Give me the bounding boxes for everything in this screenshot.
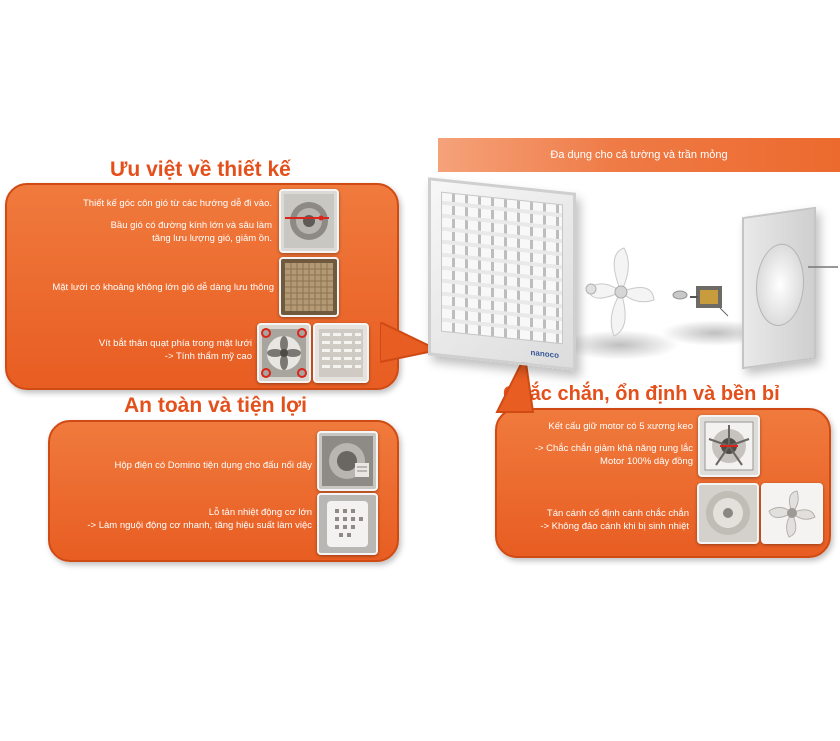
design-feature-1: Thiết kế góc côn gió từ các hướng dễ đi … bbox=[83, 198, 272, 209]
durability-feature-2: Tán cánh cố định cánh chắc chắn -> Không… bbox=[540, 508, 689, 532]
safety-section-title: An toàn và tiện lợi bbox=[124, 394, 307, 417]
mesh-grille-photo bbox=[279, 257, 339, 317]
banner-text: Đa dụng cho cả tường và trần mỏng bbox=[550, 149, 728, 161]
motor-vent-photo bbox=[317, 493, 378, 555]
power-cord-image bbox=[808, 266, 838, 268]
fan-grille-image: nanoco bbox=[428, 177, 576, 371]
fan-screws-photo bbox=[257, 323, 311, 383]
housing-opening bbox=[756, 240, 804, 330]
safety-feature-2: Lỗ tản nhiệt động cơ lớn -> Làm nguội độ… bbox=[87, 507, 312, 531]
fan-cone-photo bbox=[279, 189, 339, 253]
design-section-title: Ưu việt về thiết kế bbox=[110, 158, 291, 181]
durability-feature-1: Kết cấu giữ motor có 5 xương keo -> Chắc… bbox=[534, 421, 693, 467]
motor-frame-photo bbox=[698, 415, 760, 477]
top-banner: Đa dụng cho cả tường và trần mỏng bbox=[438, 138, 840, 172]
small-nut-image bbox=[585, 283, 597, 295]
fan-blade-photo bbox=[761, 483, 823, 544]
motor-image bbox=[690, 286, 729, 317]
blade-shadow bbox=[560, 330, 680, 360]
fan-housing-image bbox=[742, 206, 816, 370]
grille-front-photo bbox=[313, 323, 369, 383]
grille-slots bbox=[441, 191, 563, 345]
safety-feature-1: Hộp điện có Domino tiện dụng cho đấu nối… bbox=[114, 460, 312, 471]
brand-logo: nanoco bbox=[530, 348, 559, 360]
design-feature-2: Bầu gió có đường kính lớn và sâu làm tăn… bbox=[110, 220, 272, 244]
blade-hub-photo bbox=[697, 483, 759, 544]
design-panel-tail bbox=[380, 322, 440, 364]
durability-panel-tail bbox=[495, 356, 535, 413]
junction-box-photo bbox=[317, 431, 378, 491]
washer-image bbox=[672, 290, 688, 300]
fan-blade-image bbox=[587, 247, 655, 337]
design-feature-4: Vít bắt thân quạt phía trong mặt lưới ->… bbox=[98, 338, 252, 362]
design-feature-3: Mặt lưới có khoảng không lớn gió dễ dàng… bbox=[52, 282, 274, 293]
durability-section-title: Chắc chắn, ổn định và bền bỉ bbox=[503, 383, 780, 405]
